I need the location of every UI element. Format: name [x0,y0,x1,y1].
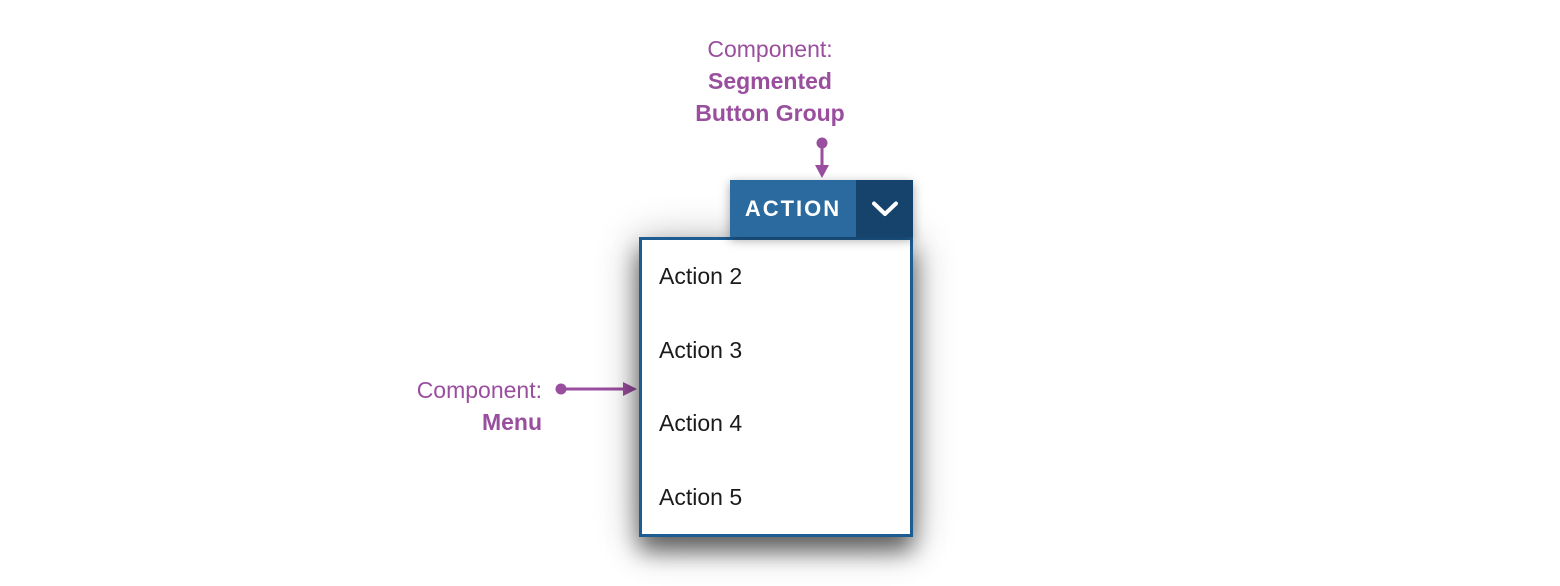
annotation-component-name: Menu [481,409,542,435]
menu: Action 2 Action 3 Action 4 Action 5 [639,237,913,537]
annotation-prefix: Component: [707,36,833,62]
chevron-down-icon [871,201,898,216]
arrow-right-icon [555,382,637,396]
menu-item-action-5[interactable]: Action 5 [659,483,743,510]
menu-item-action-2[interactable]: Action 2 [659,263,743,290]
annotation-prefix: Component: [416,377,542,403]
annotation-segmented-button-group: Component: Segmented Button Group [650,33,890,129]
menu-toggle-button[interactable] [856,180,913,237]
menu-item-action-3[interactable]: Action 3 [659,336,743,363]
annotation-menu: Component: Menu [360,374,542,438]
annotation-component-name-line2: Button Group [695,100,845,126]
annotation-component-name-line1: Segmented [708,68,832,94]
segmented-button-group: ACTION [730,180,913,237]
menu-item-action-4[interactable]: Action 4 [659,410,743,437]
arrow-down-icon [815,137,829,178]
action-button[interactable]: ACTION [730,180,856,237]
